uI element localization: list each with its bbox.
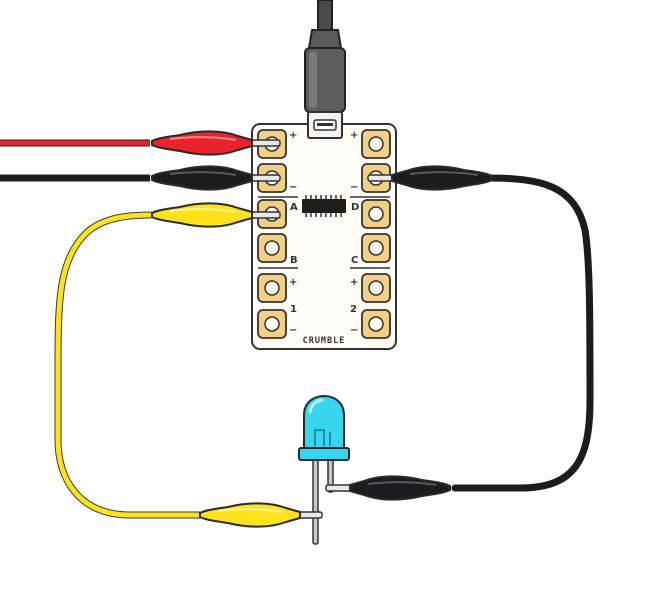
- label-b: B: [290, 255, 298, 266]
- black-wire-right: [451, 174, 594, 492]
- label-a: A: [290, 202, 298, 213]
- crocodile-clip-icon[interactable]: [367, 165, 493, 191]
- label-c: C: [351, 255, 358, 266]
- crumble-board: + − A B + 1 − + − D C + 2 − CRUMBLE: [251, 111, 397, 350]
- crocodile-clip-icon[interactable]: [151, 165, 281, 191]
- crocodile-clip-icon[interactable]: [151, 202, 281, 228]
- label-d: D: [351, 202, 359, 213]
- crocodile-clip-icon[interactable]: [151, 130, 281, 156]
- label-two: 2: [350, 304, 357, 315]
- board-dividers: [258, 196, 390, 269]
- yellow-wire: [54, 211, 204, 519]
- label-minus-2: −: [350, 325, 358, 336]
- label-plus-left: +: [289, 130, 297, 141]
- usb-cable-icon: [304, 0, 346, 113]
- chip-icon: [302, 195, 346, 217]
- label-plus-2: +: [350, 277, 358, 288]
- usb-socket: [307, 111, 343, 139]
- label-one: 1: [290, 304, 297, 315]
- label-minus-left: −: [289, 182, 297, 193]
- crocodile-clip-icon[interactable]: [199, 502, 323, 528]
- label-minus-1: −: [289, 325, 297, 336]
- wires: [0, 139, 594, 519]
- crocodile-clip-icon[interactable]: [325, 475, 451, 501]
- label-plus-1: +: [289, 277, 297, 288]
- board-brand: CRUMBLE: [303, 336, 346, 346]
- label-minus-right: −: [350, 182, 358, 193]
- led-icon: [298, 394, 350, 545]
- label-plus-right: +: [350, 130, 358, 141]
